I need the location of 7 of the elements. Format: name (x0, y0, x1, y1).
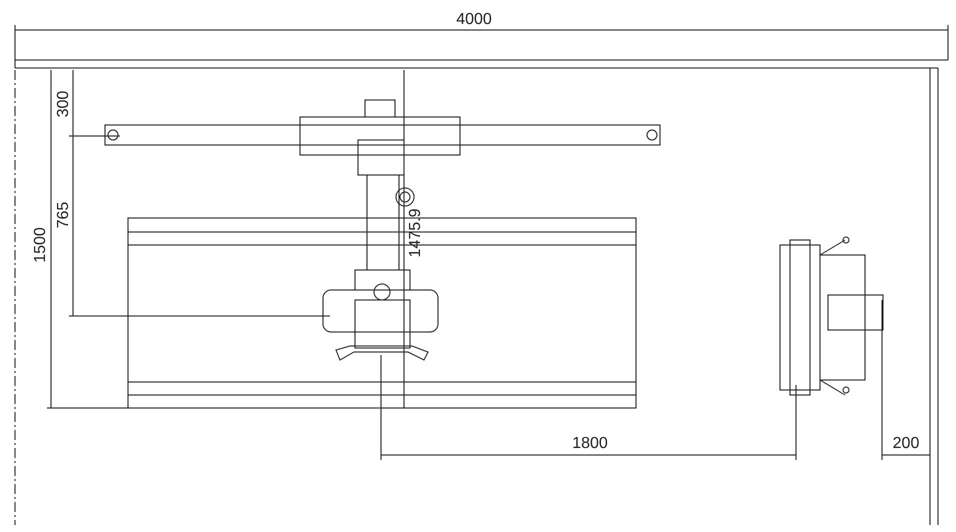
dimension-value: 1475.9 (407, 208, 424, 258)
dimension-value: 200 (892, 435, 920, 452)
dimension-value: 300 (55, 90, 72, 118)
dimension-value: 1800 (572, 435, 608, 452)
dimension-value: 765 (55, 202, 72, 228)
dimension-value: 1500 (32, 227, 49, 263)
dimension-value: 4000 (456, 11, 492, 28)
